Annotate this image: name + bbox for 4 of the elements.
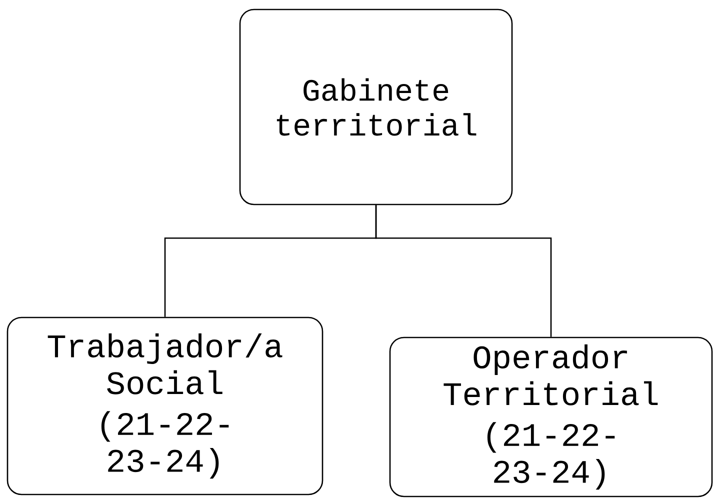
org-box: Trabajador/a Social (21-22-23-24)	[6, 316, 324, 496]
connector-line	[375, 205, 552, 337]
org-box: Gabinete territorial	[239, 8, 513, 206]
org-box: Operador Territorial (21-22-23-24)	[389, 336, 713, 498]
